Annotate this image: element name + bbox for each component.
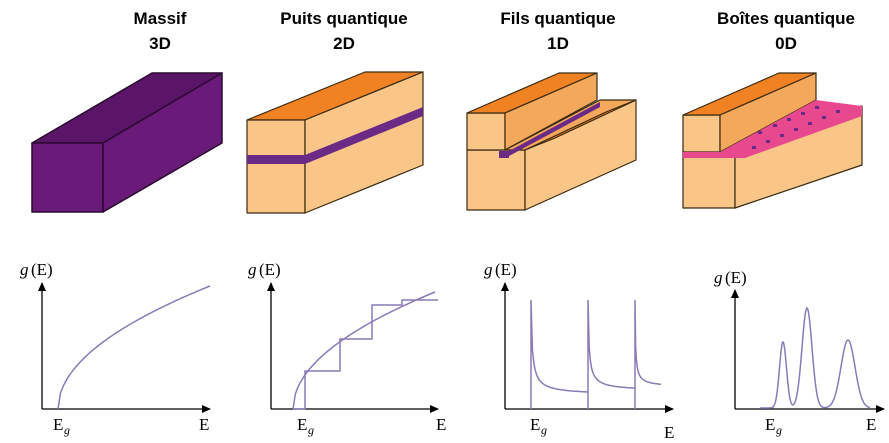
dos-plot-2d: g (E) E g E [248, 260, 446, 437]
dos-plot-3d: g (E) E g E [20, 260, 211, 437]
title-fils: Fils quantique [500, 9, 615, 28]
dots-pink-region [720, 100, 862, 152]
title-puits: Puits quantique [280, 9, 408, 28]
dots-ridge-front [682, 114, 721, 153]
dim-2d: 2D [333, 34, 355, 53]
wire-left-ridge-side [504, 72, 598, 151]
dos-curve-3d [57, 285, 211, 410]
eg-label: E [765, 415, 775, 434]
bulk-block [31, 72, 223, 213]
title-boites: Boîtes quantique [717, 9, 855, 28]
wire-quantum-front [499, 151, 509, 158]
dim-1d: 1D [547, 34, 569, 53]
panel-titles: Massif 3D Puits quantique 2D Fils quanti… [134, 9, 855, 53]
dos-plot-0d: g (E) E g E [714, 268, 885, 437]
well-layer-side [305, 107, 423, 164]
g-paren-label: (E) [31, 260, 53, 279]
wire-left-ridge-front [466, 112, 506, 151]
e-label: E [664, 423, 674, 442]
e-label: E [199, 415, 209, 434]
wire-block [466, 72, 637, 211]
bulk-front-face [31, 142, 104, 213]
eg-sub: g [541, 423, 547, 437]
g-paren-label: (E) [495, 260, 517, 279]
g-label: g [484, 260, 493, 279]
quantum-dots [752, 106, 840, 149]
eg-label: E [297, 415, 307, 434]
wire-quantum-line [509, 102, 600, 156]
g-paren-label: (E) [725, 268, 747, 287]
well-block [246, 71, 424, 214]
eg-label: E [53, 415, 63, 434]
eg-sub: g [308, 423, 314, 437]
eg-sub: g [64, 423, 70, 437]
well-front-face [246, 119, 306, 214]
title-massif: Massif [134, 9, 187, 28]
well-side-face [304, 71, 424, 214]
g-label: g [20, 260, 29, 279]
eg-label: E [530, 415, 540, 434]
dos-plot-1d: g (E) E g E [484, 260, 674, 442]
dim-0d: 0D [775, 34, 797, 53]
eg-sub: g [776, 423, 782, 437]
dos-spikes-1d [530, 299, 662, 409]
wire-base-front [466, 149, 526, 211]
g-paren-label: (E) [259, 260, 281, 279]
bulk-side-face [102, 72, 223, 213]
g-label: g [714, 268, 723, 287]
g-label: g [248, 260, 257, 279]
dos-staircase-2d [293, 299, 438, 410]
dim-3d: 3D [149, 34, 171, 53]
dots-block [682, 72, 863, 209]
e-label: E [866, 415, 876, 434]
wire-right-top [524, 99, 637, 151]
well-layer-front [247, 155, 305, 164]
dos-sqrt-guide [292, 291, 436, 410]
e-label: E [436, 415, 446, 434]
dots-base-front [682, 149, 736, 209]
dos-peaks-0d [760, 306, 871, 409]
dots-pink-layer [683, 110, 862, 158]
